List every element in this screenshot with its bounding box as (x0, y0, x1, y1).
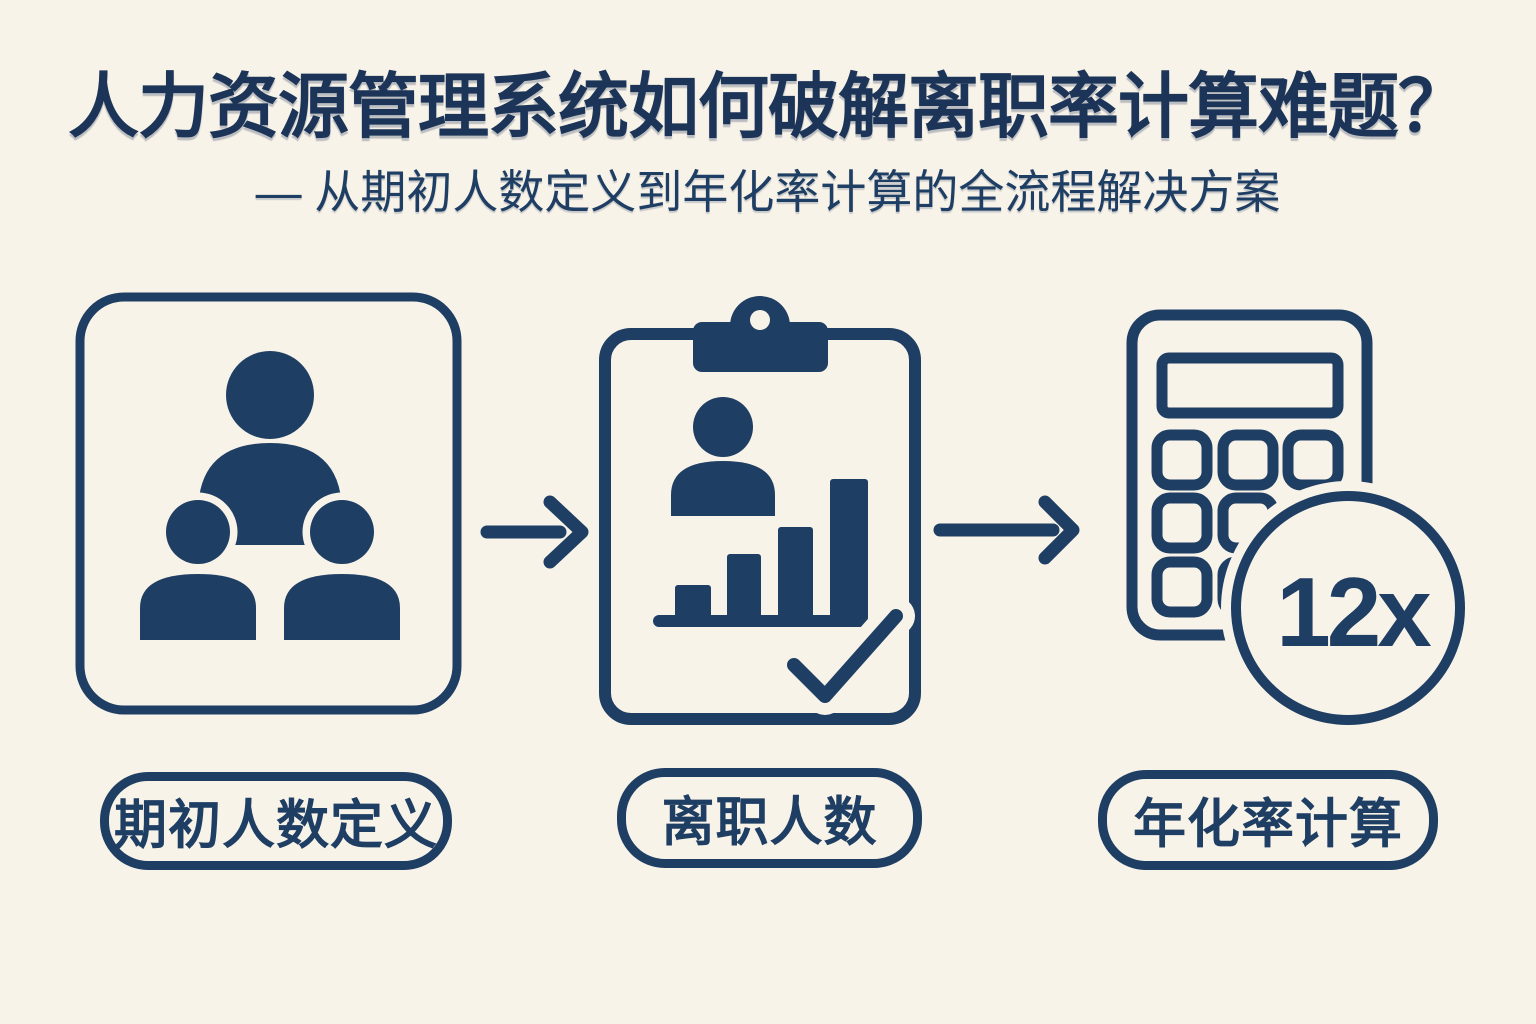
step-label-text: 年化率计算 (1133, 795, 1403, 854)
person-figure-front-left (132, 492, 264, 648)
clipboard-chart-icon (598, 290, 923, 735)
clipboard-clip (693, 296, 828, 372)
bar-chart-glyph (653, 479, 868, 627)
team-group-icon (75, 292, 462, 715)
arrow-right-icon (480, 495, 590, 570)
step-label-text: 离职人数 (661, 793, 878, 852)
icon-frame (75, 292, 462, 715)
checkmark-icon (775, 597, 915, 715)
page-title: 人力资源管理系统如何破解离职率计算难题？ (67, 68, 1469, 147)
multiplier-badge-text: 12x (1276, 557, 1431, 667)
calculator-icon: 12x (1125, 308, 1475, 733)
multiplier-badge: 12x (1221, 481, 1475, 733)
calculator-display (1156, 352, 1344, 419)
person-figure-front-right (276, 492, 408, 648)
arrow-right-icon (933, 493, 1081, 568)
person-figure (671, 397, 775, 516)
step-label-text: 期初人数定义 (114, 796, 438, 855)
step-label-initial-headcount: 期初人数定义 (100, 772, 452, 870)
step-label-departure-count: 离职人数 (617, 768, 922, 868)
page-subtitle: — 从期初人数定义到年化率计算的全流程解决方案 (255, 166, 1281, 218)
step-label-annualized-rate: 年化率计算 (1098, 770, 1438, 870)
